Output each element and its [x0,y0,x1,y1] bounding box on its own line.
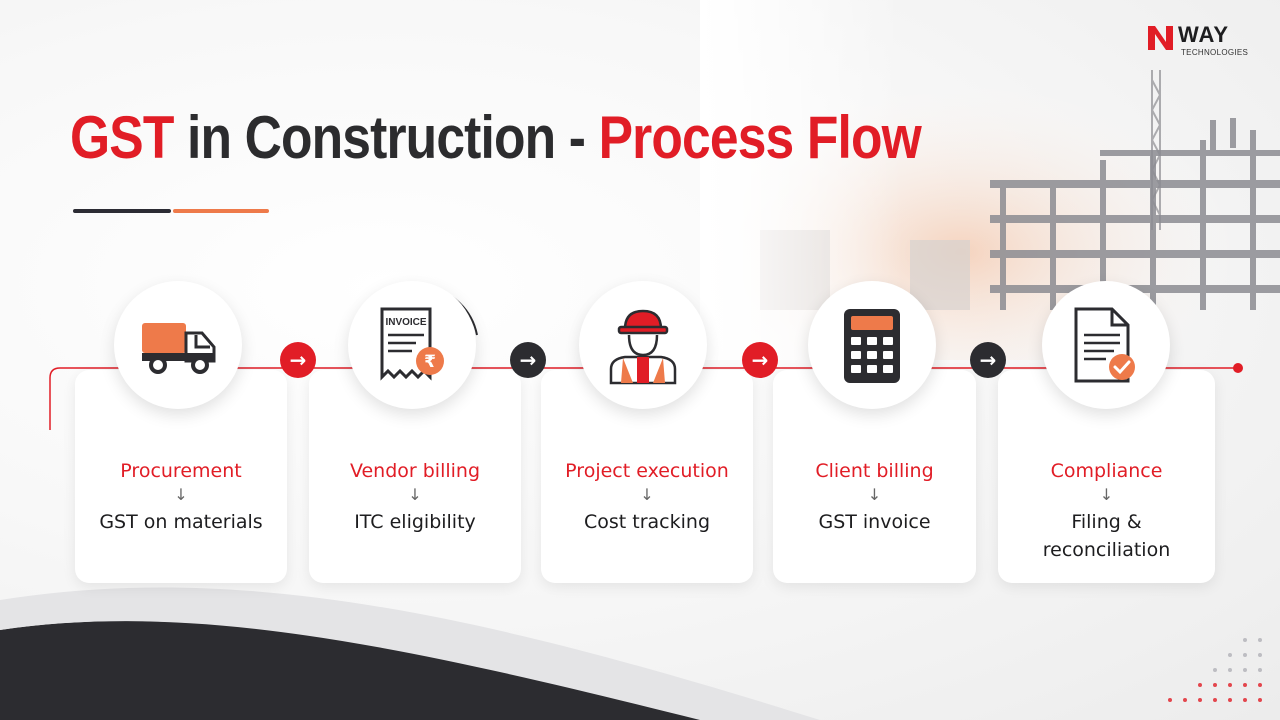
step-title: Vendor billing [349,460,481,482]
truck-icon [142,323,216,374]
step-title: Project execution [565,460,729,482]
down-arrow-icon: ↓ [867,485,882,504]
calculator-icon [844,309,900,383]
icon-circle-project-execution [573,275,713,415]
step-title: Compliance [1050,460,1163,482]
step-result-line-2: reconciliation [1042,539,1171,561]
title-underline-dark [73,209,171,213]
logo-subtitle: TECHNOLOGIES [1181,48,1249,57]
down-arrow-icon: ↓ [1099,485,1114,504]
step-card-compliance: Compliance ↓ Filing & reconciliation [998,370,1215,583]
icon-circle-vendor-billing: INVOICE ₹ [342,275,482,415]
invoice-icon: INVOICE ₹ [380,307,444,381]
step-result-line-1: Filing & [1071,511,1142,533]
step-title: Client billing [815,460,934,482]
step-result: ITC eligibility [354,511,476,533]
construction-background-illustration [700,0,1280,360]
svg-text:INVOICE: INVOICE [385,317,426,328]
step-title: Procurement [120,460,242,482]
icon-circle-client-billing [802,275,942,415]
down-arrow-icon: ↓ [408,485,422,504]
icon-circle-compliance [1036,275,1176,415]
title-part-middle: in Construction - [173,104,599,171]
page-title: GST in Construction - Process Flow [70,98,922,178]
title-part-process-flow: Process Flow [598,104,922,171]
down-arrow-icon: ↓ [174,485,188,504]
connector-arrow-icon: → [280,342,316,378]
connector-arrow-icon: → [970,342,1006,378]
connector-arrow-icon: → [742,342,778,378]
company-logo: WAY TECHNOLOGIES [1146,22,1256,62]
step-result: Cost tracking [583,511,710,533]
down-arrow-icon: ↓ [640,485,654,504]
step-result: GST on materials [99,511,263,533]
document-check-icon [1074,307,1135,383]
icon-circle-procurement [108,275,248,415]
bottom-swoosh-decoration [0,587,1262,720]
logo-mark-icon [1148,26,1173,50]
step-result: Filing & reconciliation [998,508,1215,564]
step-result: GST invoice [818,511,931,533]
logo-wordmark: WAY [1178,22,1230,47]
connector-arrow-icon: → [510,342,546,378]
flow-connector-line [49,363,1243,430]
title-part-gst: GST [70,104,174,171]
svg-text:₹: ₹ [424,352,436,372]
worker-icon [609,309,677,385]
title-underline-orange [173,209,269,213]
